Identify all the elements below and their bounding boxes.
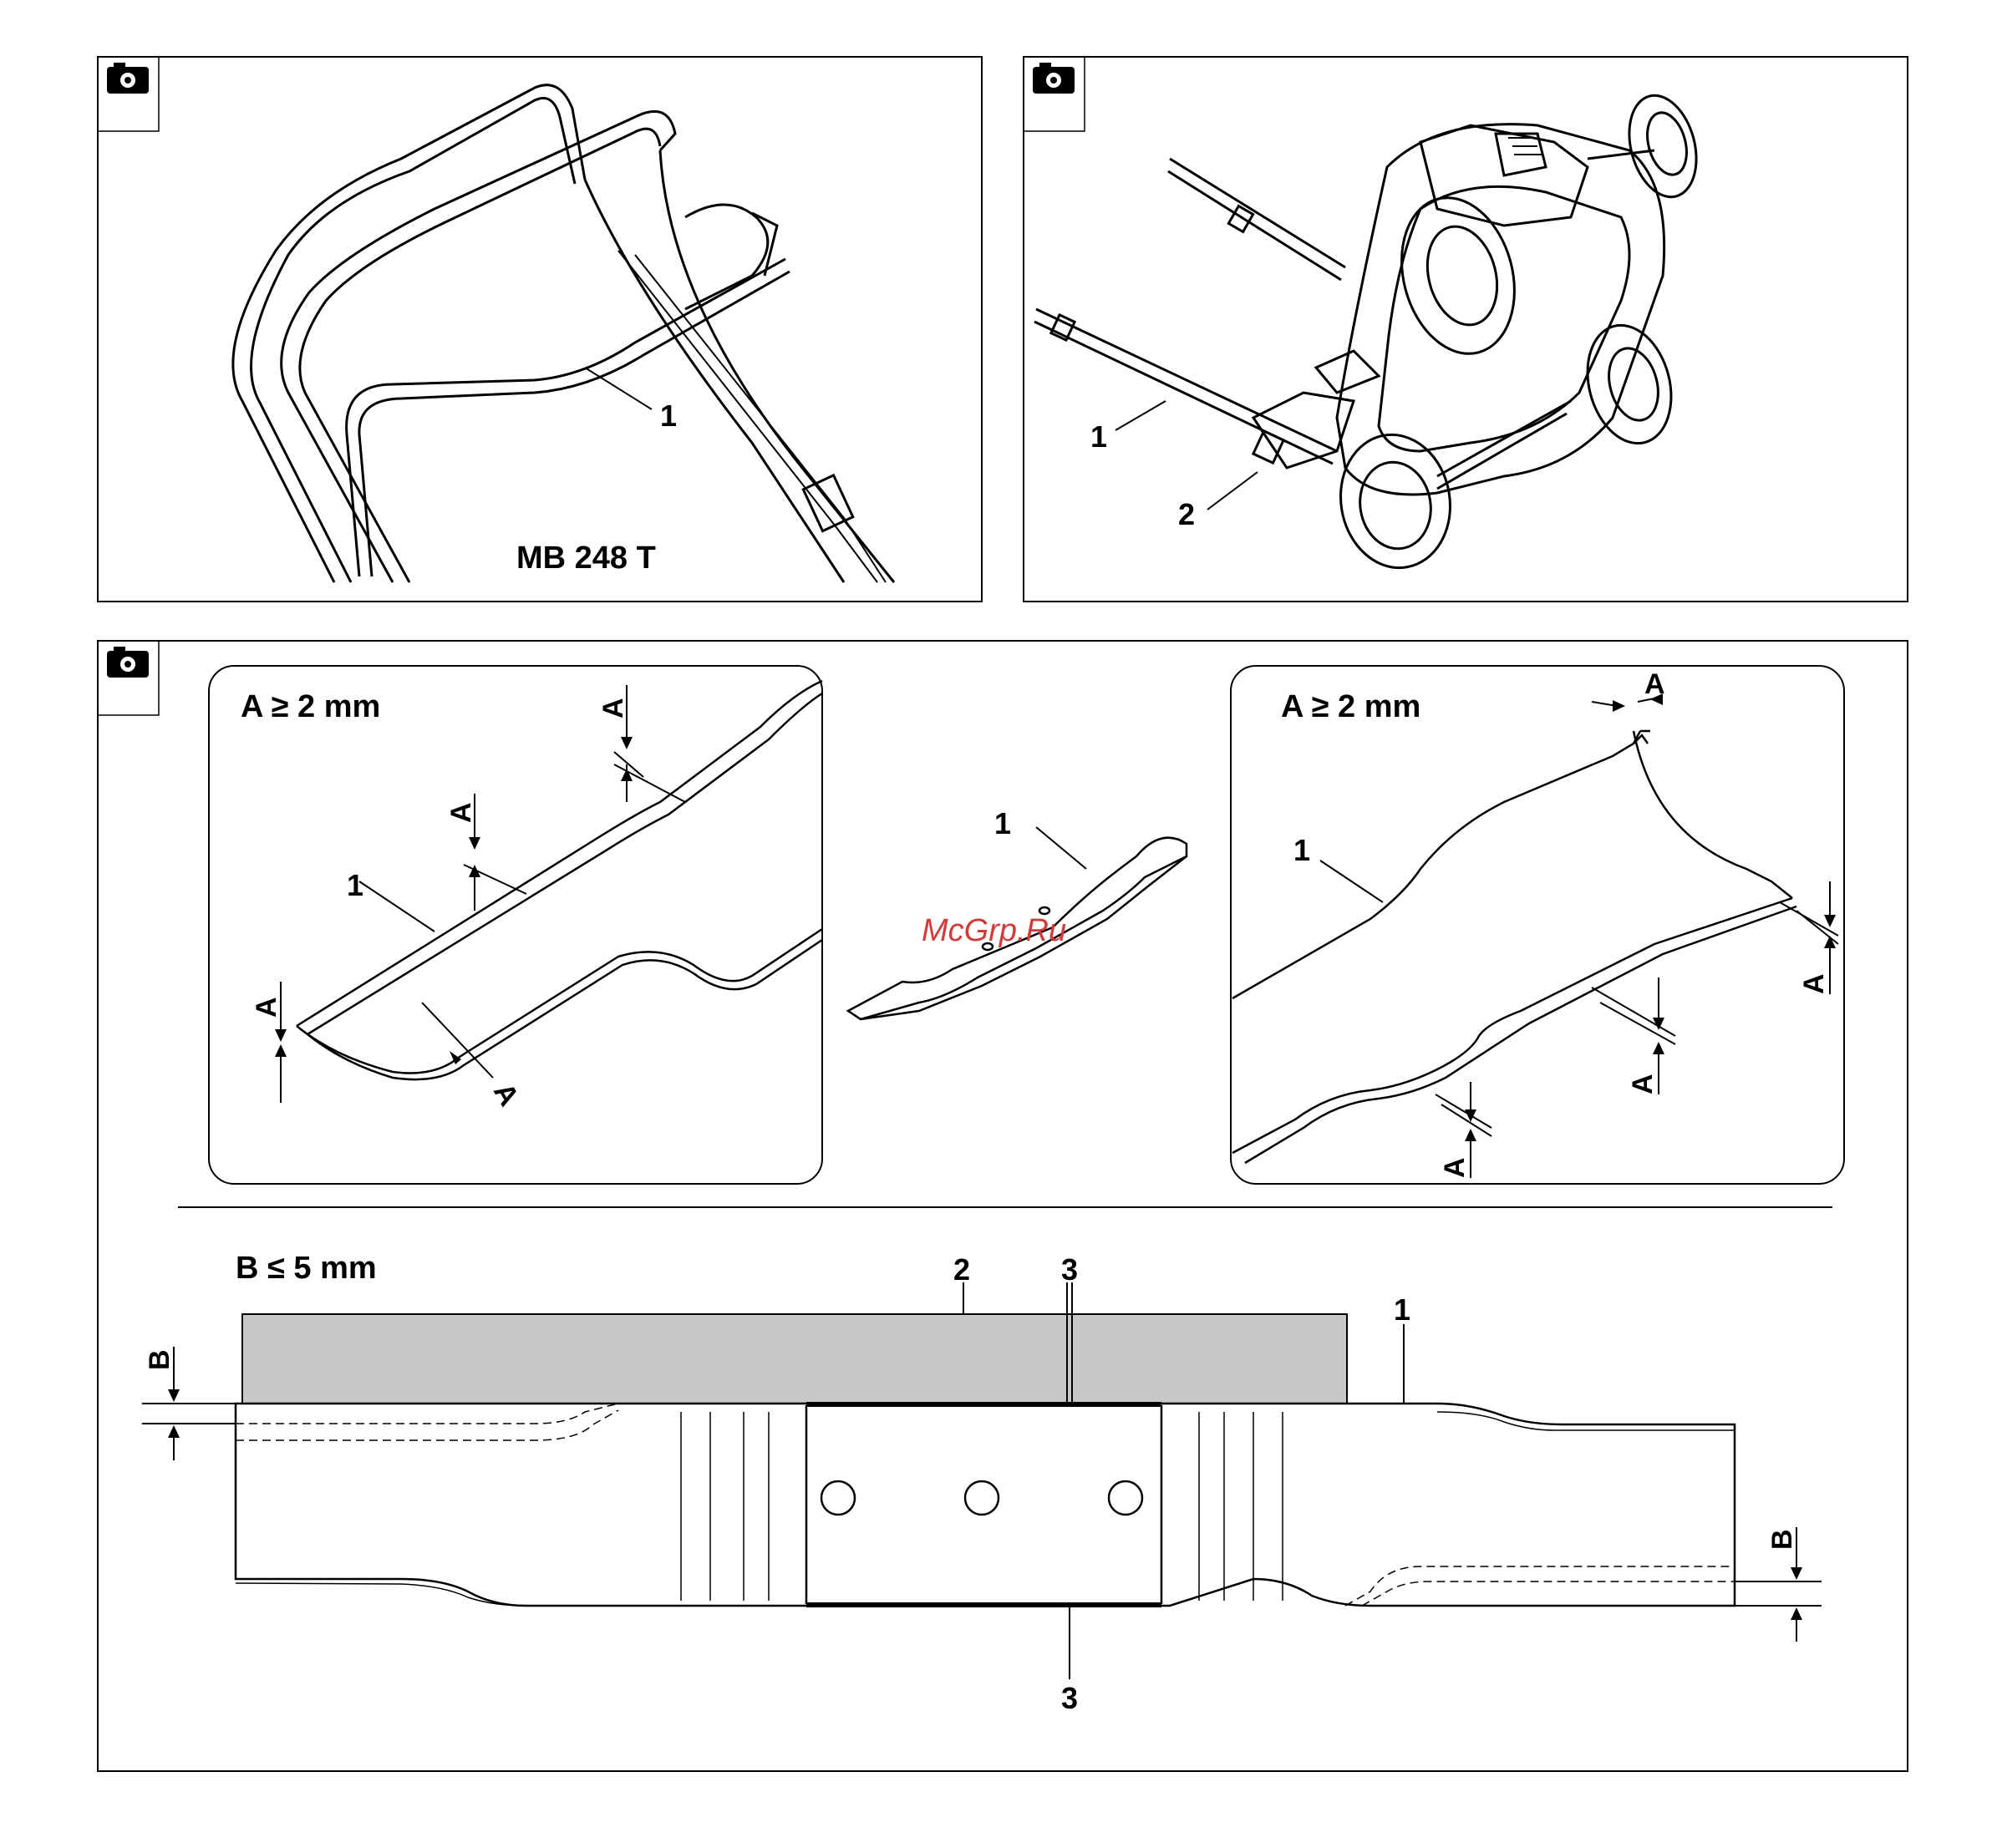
- lower-dim-b-left: B: [144, 1349, 175, 1370]
- center-blade-part: 1: [994, 806, 1011, 840]
- right-inset-dim-a1: A: [1644, 668, 1665, 700]
- right-inset: A ≥ 2 mm: [1231, 666, 1844, 1184]
- left-inset-dim-a1: A: [597, 698, 629, 718]
- lower-callout-1: 1: [1394, 1292, 1410, 1327]
- lower-dim-b-right: B: [1766, 1529, 1798, 1550]
- panel1-callout-1: 1: [660, 399, 677, 433]
- left-inset-dim-a4: A: [487, 1078, 525, 1111]
- left-inset-dim-a2: A: [445, 802, 477, 823]
- panel2-callout-2: 2: [1178, 497, 1195, 531]
- lower-callout-2: 2: [953, 1252, 970, 1287]
- gauge-block: [242, 1314, 1347, 1404]
- panel-handlebar: MB 248 T 1: [98, 57, 982, 602]
- camera-icon: [98, 57, 159, 131]
- lower-title: B ≤ 5 mm: [236, 1251, 377, 1286]
- left-inset-dim-a3: A: [251, 997, 282, 1018]
- right-inset-part: 1: [1293, 833, 1310, 867]
- panel-mower: 1 2: [1024, 57, 1908, 602]
- blade-gauge-diagram: B ≤ 5 mm: [142, 1251, 1822, 1715]
- left-inset-title: A ≥ 2 mm: [241, 689, 380, 724]
- panel-blade: A ≥ 2 mm: [98, 641, 1908, 1771]
- right-inset-dim-a2: A: [1798, 973, 1830, 994]
- camera-icon: [98, 641, 159, 715]
- camera-icon: [1024, 57, 1085, 131]
- panel2-callout-1: 1: [1090, 419, 1107, 454]
- right-inset-title: A ≥ 2 mm: [1281, 689, 1420, 724]
- lower-callout-3-top: 3: [1061, 1252, 1078, 1287]
- watermark: McGrp.Ru: [922, 913, 1066, 948]
- mower-drawing: [1034, 88, 1707, 576]
- left-inset-part: 1: [347, 868, 363, 902]
- panel1-model-label: MB 248 T: [516, 541, 656, 576]
- lower-callout-3-bottom: 3: [1061, 1681, 1078, 1715]
- right-inset-dim-a4: A: [1439, 1157, 1471, 1178]
- left-inset: A ≥ 2 mm: [209, 666, 822, 1184]
- handlebar-drawing: [233, 85, 894, 582]
- right-inset-dim-a3: A: [1627, 1074, 1659, 1094]
